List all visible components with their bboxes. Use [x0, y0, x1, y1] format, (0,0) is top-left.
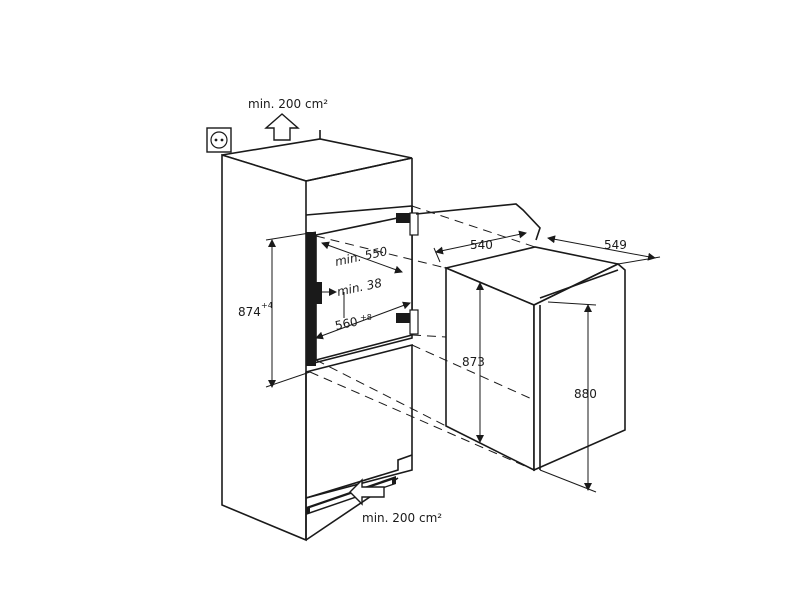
airflow-up-arrow-icon	[264, 113, 300, 141]
vent-bottom-label: min. 200 cm²	[362, 511, 442, 525]
power-socket-icon	[206, 127, 232, 153]
niche-width-tolerance: +8	[360, 313, 372, 322]
niche-side-shadow	[306, 232, 316, 366]
top-hinge	[396, 212, 419, 236]
appliance-body-height-label: 873	[462, 355, 485, 369]
cabinet	[221, 130, 413, 542]
vent-top-label: min. 200 cm²	[248, 97, 328, 111]
niche-width-label: 560	[334, 314, 359, 332]
appliance-front	[533, 263, 626, 472]
airflow-in-arrow-icon	[349, 478, 385, 506]
appliance-depth-label: 549	[604, 238, 627, 252]
appliance	[443, 246, 626, 472]
niche-height-label: 874	[238, 305, 261, 319]
appliance-width-label: 540	[470, 238, 493, 252]
niche-height-tolerance: +4	[261, 301, 273, 310]
appliance-height-label: 880	[574, 387, 597, 401]
cabinet-left-side	[221, 153, 307, 542]
